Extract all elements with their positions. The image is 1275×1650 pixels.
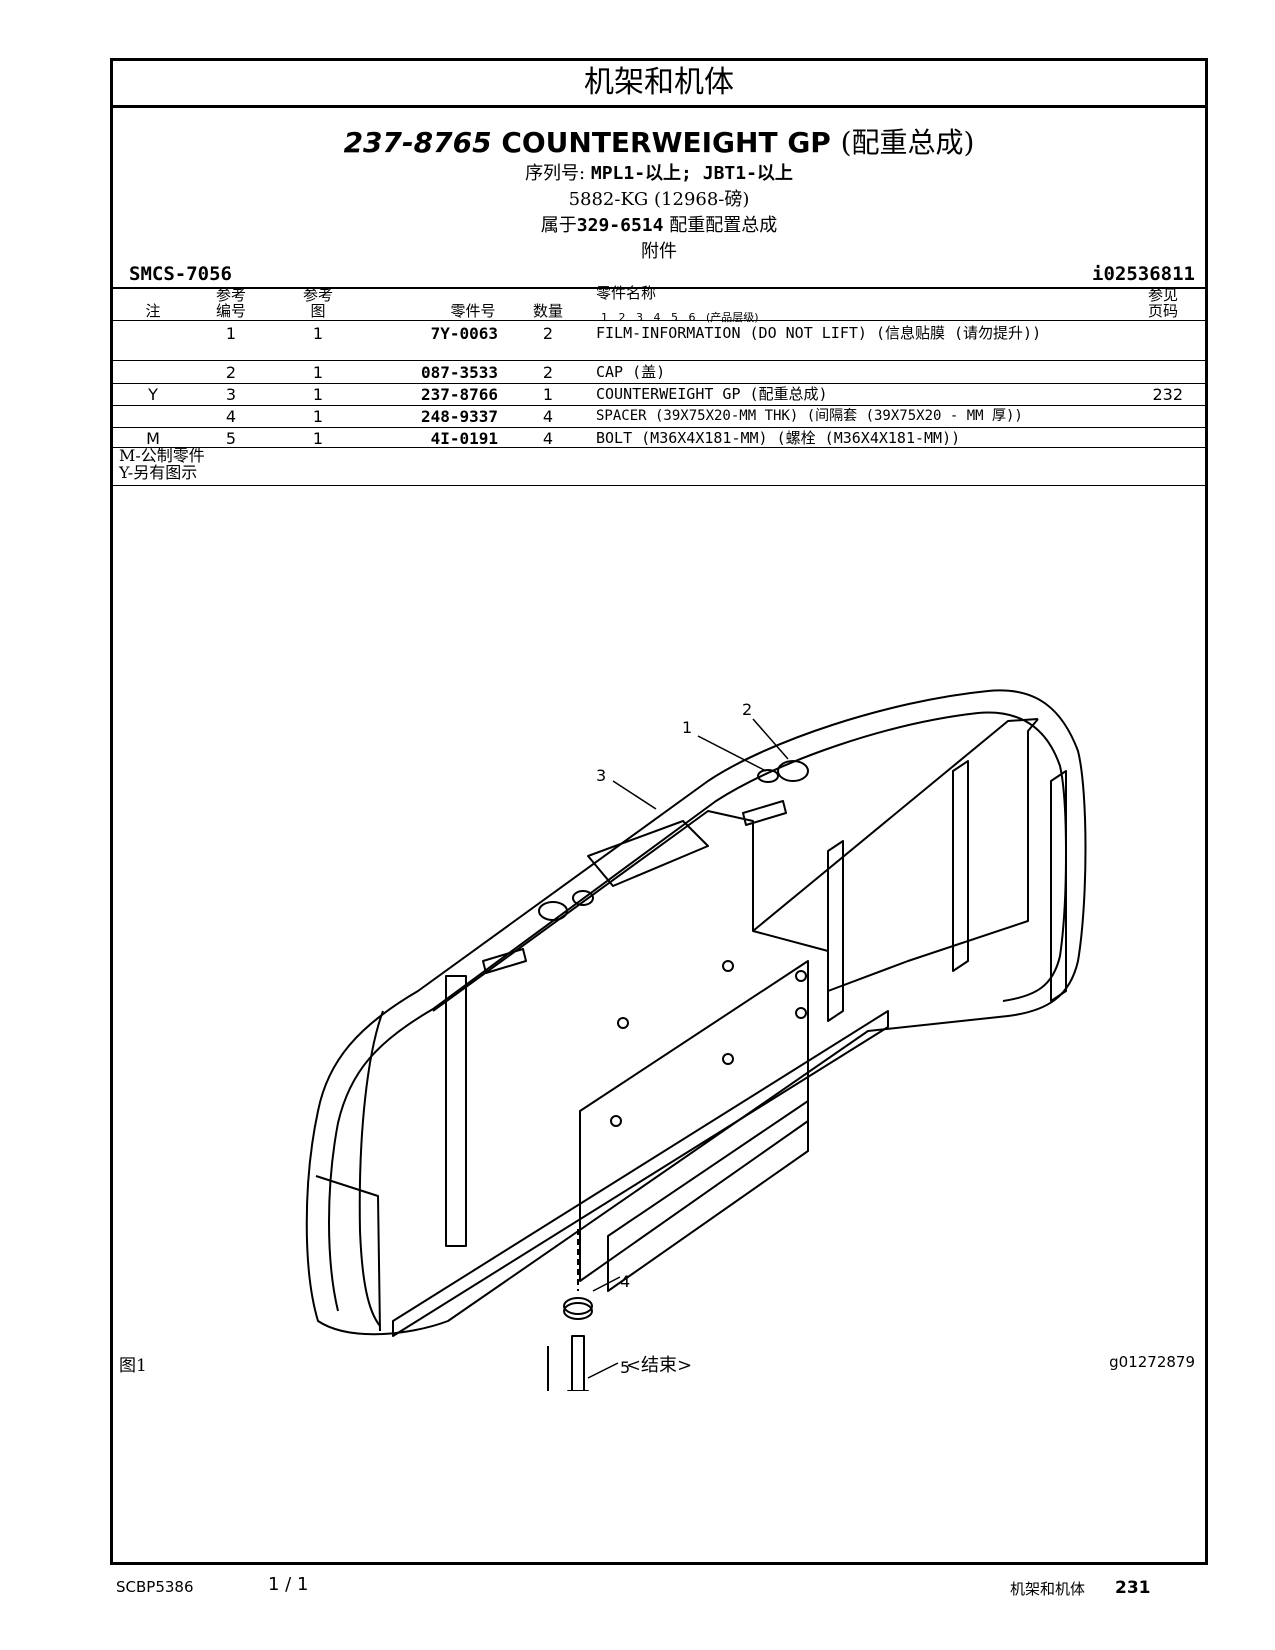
serial-ranges: MPL1-以上; JBT1-以上 [590, 163, 793, 184]
belongs-to-name: 配重配置总成 [669, 215, 778, 236]
section-title: 机架和机体 [113, 61, 1205, 108]
footer-page-number: 231 [1115, 1578, 1151, 1598]
cell-fig: 1 [312, 324, 324, 343]
th-see-page: 参见 页码 [1147, 286, 1178, 320]
footer-page-of: 1 / 1 [268, 1574, 309, 1595]
cell-qty: 4 [542, 407, 554, 426]
cell-fig: 1 [312, 407, 324, 426]
cell-fig: 1 [312, 385, 324, 404]
serial-line: 序列号: MPL1-以上; JBT1-以上 [113, 161, 1205, 187]
th-ref-no: 参考 编号 [215, 286, 246, 320]
footer-section: 机架和机体 [1010, 1580, 1086, 1598]
cell-name: SPACER (39X75X20-MM THK) (间隔套 (39X75X20 … [596, 408, 1023, 424]
page-frame: 机架和机体 237-8765 COUNTERWEIGHT GP (配重总成) 序… [110, 58, 1208, 1565]
belongs-to-label: 属于 [540, 215, 577, 236]
cell-part: 087-3533 [420, 363, 498, 382]
cell-fig: 1 [312, 363, 324, 382]
th-note: 注 [145, 302, 161, 320]
legend-item: Y-另有图示 [119, 463, 198, 482]
cell-part: 4I-0191 [430, 429, 498, 448]
legend-rule [113, 485, 1205, 486]
part-name-zh: (配重总成) [840, 126, 975, 159]
weight: 5882-KG (12968-磅) [568, 189, 750, 210]
footer-doc-code: SCBP5386 [116, 1578, 194, 1596]
callout-label: 5 [620, 1358, 630, 1377]
graphic-id: g01272879 [1109, 1353, 1195, 1371]
cell-part: 237-8766 [420, 385, 498, 404]
end-marker: <结束> [625, 1355, 693, 1376]
belongs-to-line: 属于329-6514 配重配置总成 [113, 213, 1205, 239]
cell-name: CAP (盖) [596, 363, 666, 381]
row-rule [113, 383, 1205, 384]
callout-label: 3 [596, 766, 606, 785]
cell-note: Y [148, 385, 158, 404]
cell-fig: 1 [312, 429, 324, 448]
th-part-name: 零件名称 [596, 284, 657, 302]
cell-qty: 4 [542, 429, 554, 448]
table-top-rule [113, 287, 1205, 289]
cell-ref: 3 [225, 385, 237, 404]
th-levels: 1 2 3 4 5 6 (产品层级) [601, 311, 759, 324]
document-id: i02536811 [1092, 263, 1195, 285]
cell-ref: 5 [225, 429, 237, 448]
belongs-to-part: 329-6514 [576, 215, 664, 236]
cell-name: FILM-INFORMATION (DO NOT LIFT) (信息贴膜 (请勿… [596, 324, 1042, 342]
part-header: 237-8765 COUNTERWEIGHT GP (配重总成) 序列号: MP… [113, 121, 1205, 265]
th-part-no: 零件号 [450, 302, 496, 320]
cell-name: COUNTERWEIGHT GP (配重总成) [596, 385, 828, 403]
legend: M-公制零件 Y-另有图示 [119, 447, 205, 481]
callout-label: 1 [682, 718, 692, 737]
cell-qty: 2 [542, 324, 554, 343]
cell-name: BOLT (M36X4X181-MM) (螺栓 (M36X4X181-MM)) [596, 429, 961, 447]
cell-ref: 2 [225, 363, 237, 382]
cell-ref: 1 [225, 324, 237, 343]
callout-label: 2 [742, 700, 752, 719]
cell-note: M [146, 429, 160, 448]
cell-qty: 2 [542, 363, 554, 382]
th-ref-fig: 参考 图 [302, 286, 333, 320]
row-rule [113, 360, 1205, 361]
cell-ref: 4 [225, 407, 237, 426]
category: 附件 [641, 241, 677, 262]
cell-part: 248-9337 [420, 407, 498, 426]
th-qty: 数量 [532, 302, 563, 320]
cell-qty: 1 [542, 385, 554, 404]
row-rule [113, 405, 1205, 406]
serial-label: 序列号: [525, 163, 586, 184]
smcs-code: SMCS-7056 [129, 263, 232, 285]
cell-page: 232 [1152, 385, 1183, 404]
part-number: 237-8765 [343, 126, 492, 159]
part-name: COUNTERWEIGHT GP [501, 126, 831, 159]
row-rule [113, 447, 1205, 448]
callout-label: 4 [620, 1272, 630, 1291]
legend-item: M-公制零件 [119, 446, 205, 465]
row-rule [113, 427, 1205, 428]
cell-part: 7Y-0063 [430, 324, 498, 343]
header-rule [113, 320, 1205, 321]
figure-label: 图1 [119, 1356, 147, 1376]
part-title: 237-8765 COUNTERWEIGHT GP (配重总成) [113, 121, 1205, 161]
counterweight-illustration: 1 2 3 4 5 [305, 689, 1087, 1391]
